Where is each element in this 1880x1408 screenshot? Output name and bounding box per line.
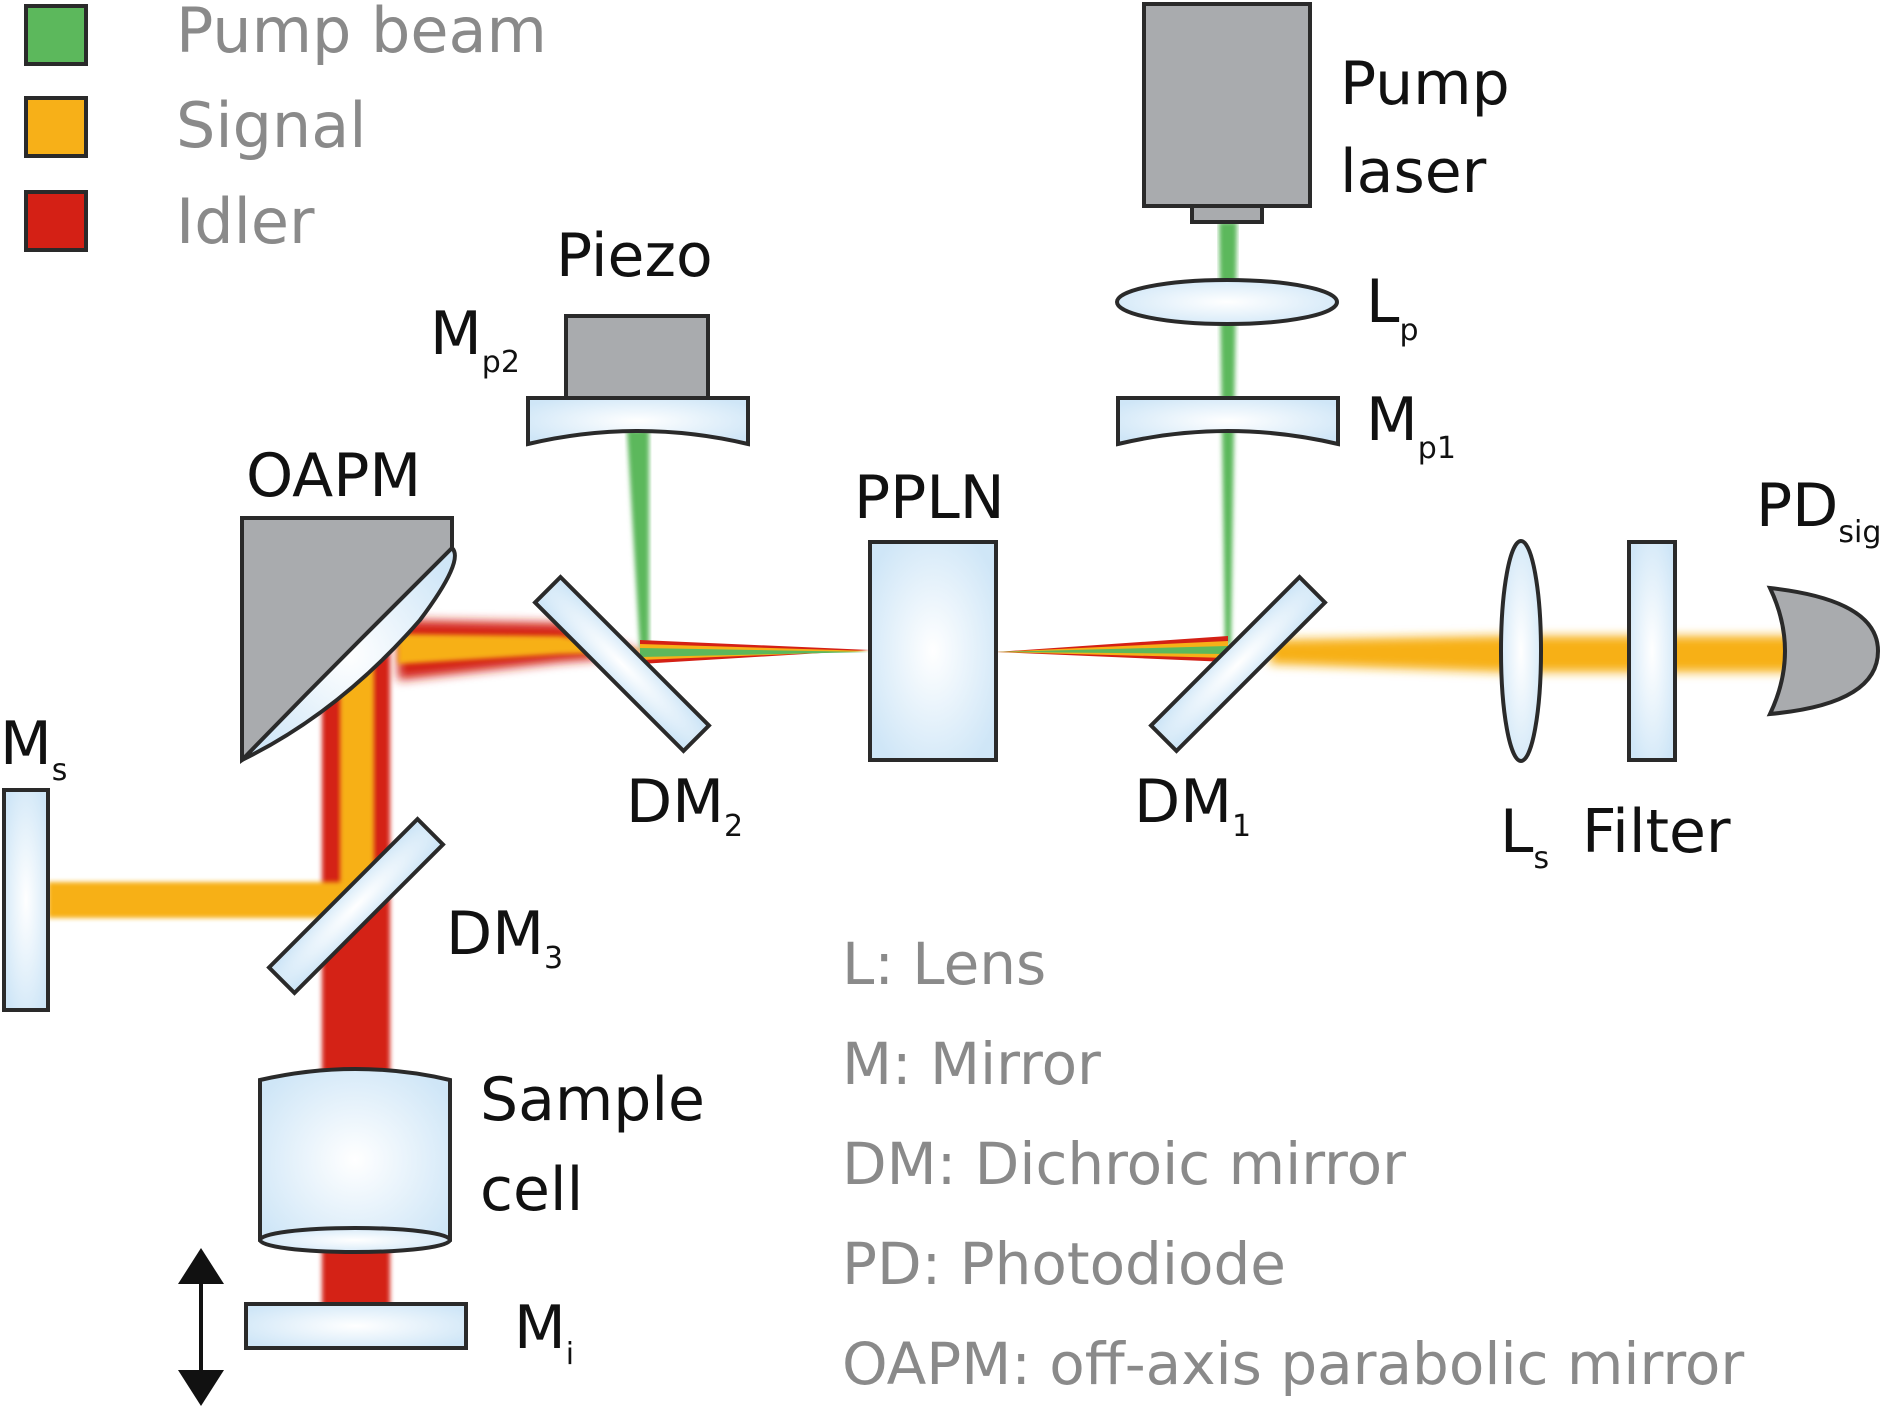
mirror-mp1 xyxy=(1116,396,1340,447)
piezo-actuator xyxy=(564,314,710,400)
pump-beam-vertical-1 xyxy=(1219,222,1237,645)
mirror-ms xyxy=(2,788,50,1012)
glossary-item: M: Mirror xyxy=(842,1030,1101,1098)
label-dm3: DM3 xyxy=(446,899,563,976)
oapm xyxy=(240,516,457,765)
filter xyxy=(1627,540,1677,762)
ppln-crystal xyxy=(868,540,998,762)
lens-ls xyxy=(1499,539,1543,763)
sample-cell xyxy=(258,1067,452,1254)
photodiode-pdsig xyxy=(1766,585,1880,717)
glossary-item: PD: Photodiode xyxy=(842,1230,1286,1298)
pump-beam-dm2-ppln xyxy=(640,648,870,657)
glossary: L: Lens M: Mirror DM: Dichroic mirror PD… xyxy=(842,930,1744,1398)
signal-beam-to-ms xyxy=(48,882,348,918)
label-mirror-mp1: Mp1 xyxy=(1366,385,1456,466)
glossary-item: OAPM: off-axis parabolic mirror xyxy=(842,1330,1744,1398)
pump-beam-vertical-2 xyxy=(627,430,649,650)
legend-swatch-idler xyxy=(24,190,88,252)
translation-arrow-icon xyxy=(178,1248,224,1406)
dichroic-mirror-dm1 xyxy=(1148,574,1328,754)
mirror-mp2 xyxy=(526,396,750,447)
label-pump-laser-1: Pump xyxy=(1340,49,1510,119)
label-pdsig: PDsig xyxy=(1756,471,1880,550)
label-oapm: OAPM xyxy=(246,441,421,511)
label-lens-lp: Lp xyxy=(1366,267,1418,348)
label-pump-laser-2: laser xyxy=(1340,137,1487,207)
label-piezo: Piezo xyxy=(556,221,713,291)
label-dm1: DM1 xyxy=(1134,767,1251,844)
pump-beam-ppln-dm1 xyxy=(996,646,1228,654)
label-sample-cell-1: Sample xyxy=(480,1065,705,1135)
legend-swatch-pump xyxy=(24,4,88,66)
label-dm2: DM2 xyxy=(626,767,743,844)
legend: Pump beam Signal Idler xyxy=(24,0,547,258)
dichroic-mirror-dm3 xyxy=(266,816,446,996)
label-mirror-mp2: Mp2 xyxy=(430,299,520,380)
label-filter: Filter xyxy=(1582,797,1731,867)
label-mirror-ms: Ms xyxy=(0,709,67,788)
dichroic-mirror-dm2 xyxy=(532,574,712,754)
legend-label-signal: Signal xyxy=(176,89,366,162)
label-lens-ls: Ls xyxy=(1500,797,1549,876)
label-ppln: PPLN xyxy=(854,463,1005,533)
legend-label-idler: Idler xyxy=(176,185,315,258)
glossary-item: DM: Dichroic mirror xyxy=(842,1130,1406,1198)
label-sample-cell-2: cell xyxy=(480,1155,583,1225)
glossary-item: L: Lens xyxy=(842,930,1046,998)
legend-label-pump: Pump beam xyxy=(176,0,547,67)
label-mirror-mi: Mi xyxy=(514,1293,574,1372)
lens-lp xyxy=(1115,278,1339,326)
pump-laser xyxy=(1142,2,1312,224)
mirror-mi xyxy=(244,1302,468,1350)
legend-swatch-signal xyxy=(24,96,88,158)
